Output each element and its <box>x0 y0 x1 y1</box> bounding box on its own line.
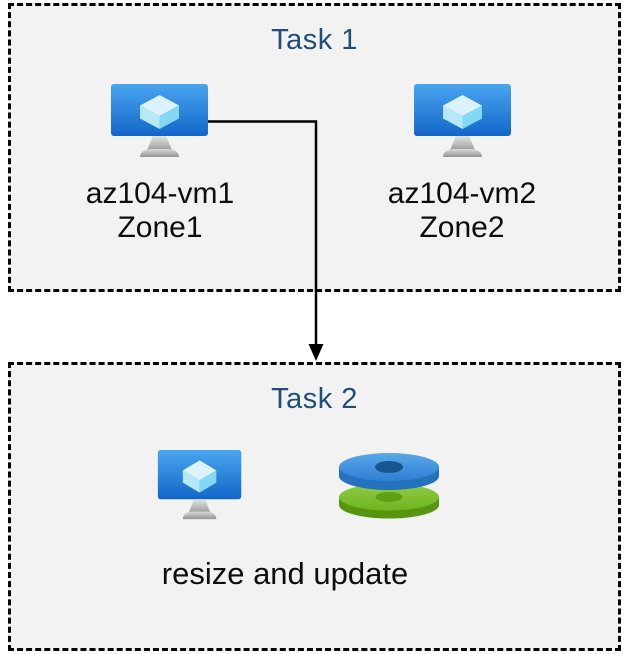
task2-title: Task 2 <box>271 383 358 415</box>
vm1-name-label: az104-vm1 <box>85 177 235 210</box>
vm1-zone-label: Zone1 <box>117 211 203 244</box>
task2-vm-icon <box>157 450 242 520</box>
vm2-icon <box>414 84 511 157</box>
task2-caption: resize and update <box>161 556 409 591</box>
vm2-zone-label: Zone2 <box>419 211 505 244</box>
vm2-label: az104-vm2 Zone2 <box>337 177 587 245</box>
task1-title: Task 1 <box>271 24 358 56</box>
vm2-name-label: az104-vm2 <box>387 177 537 210</box>
vm1-label: az104-vm1 Zone1 <box>35 177 285 245</box>
vm1-icon <box>111 84 208 157</box>
task2-box <box>8 362 621 651</box>
disks-icon <box>339 453 439 519</box>
